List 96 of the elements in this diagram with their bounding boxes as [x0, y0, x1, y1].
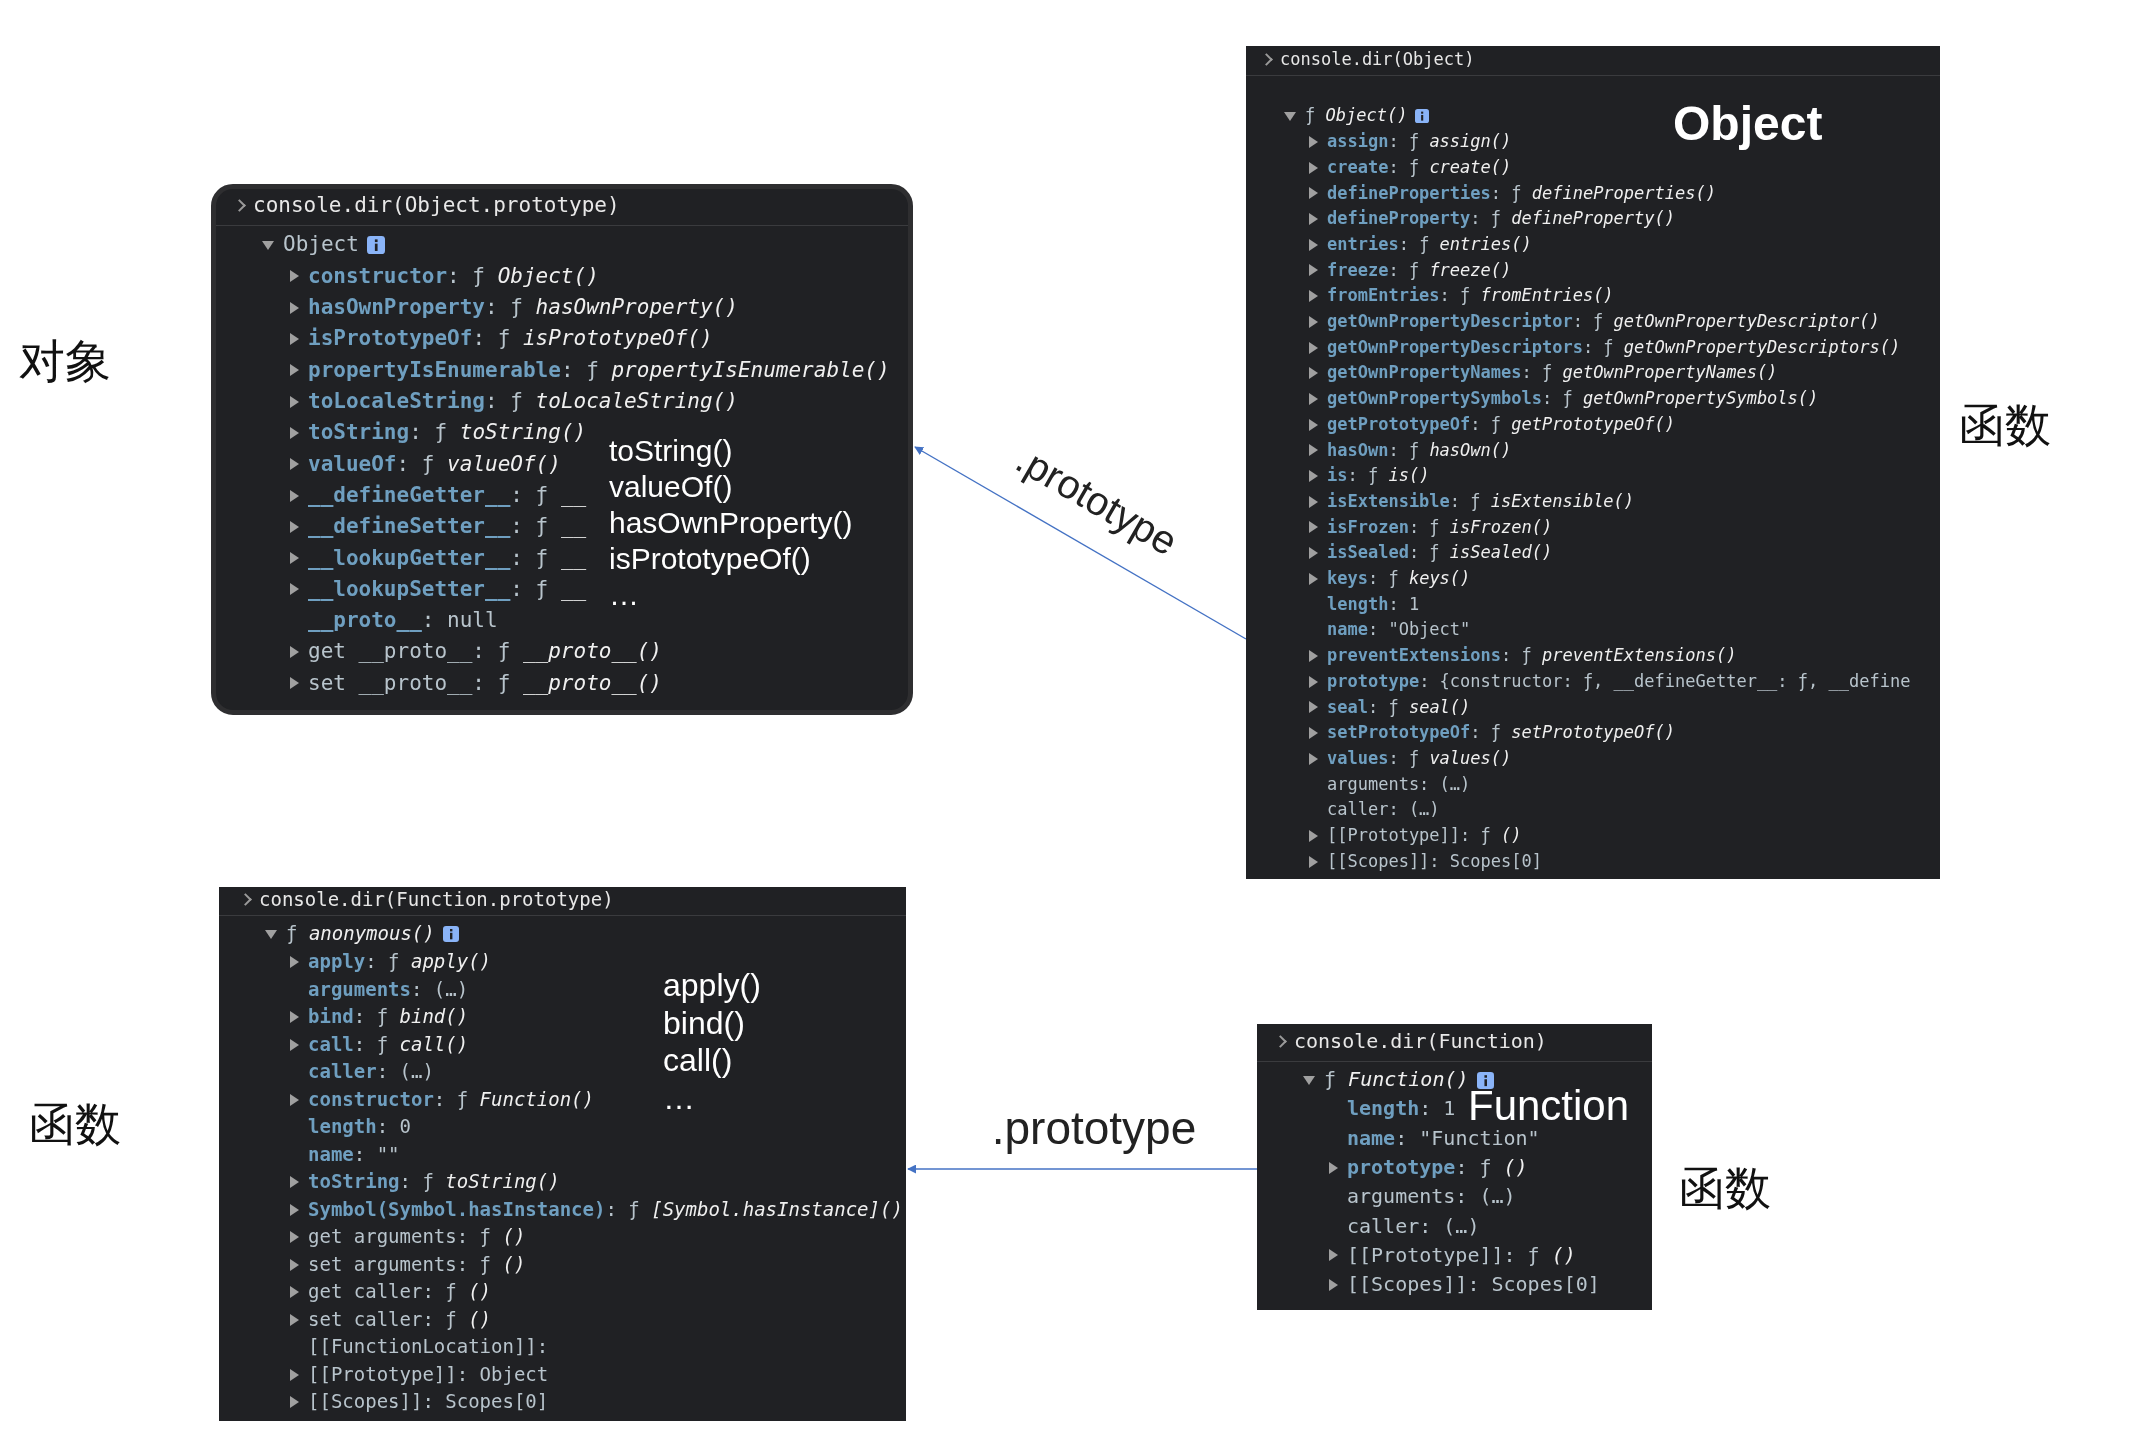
- property-row: get __proto__: ƒ __proto__(): [286, 636, 662, 668]
- property-row-text: length: 1: [1326, 592, 1420, 616]
- property-row: toLocaleString: ƒ toLocaleString(): [286, 386, 738, 418]
- property-row: values: ƒ values(): [1305, 745, 1512, 772]
- property-row: preventExtensions: ƒ preventExtensions(): [1305, 643, 1737, 669]
- property-row: propertyIsEnumerable: ƒ propertyIsEnumerable(): [286, 354, 890, 387]
- property-row-text: __proto__: null: [307, 607, 498, 635]
- tree-root-row: ƒ Function(): [1302, 1065, 1469, 1095]
- property-row: [[Scopes]]: Scopes[0]: [1305, 848, 1542, 875]
- property-row: keys: ƒ keys(): [1305, 566, 1471, 592]
- property-row: entries: ƒ entries(): [1305, 231, 1532, 258]
- property-row: valueOf: ƒ valueOf(): [286, 448, 561, 480]
- property-row: getOwnPropertyDescriptor: ƒ getOwnPropertyDescriptor(): [1305, 309, 1880, 335]
- property-row-text: length: 1: [1346, 1095, 1456, 1123]
- property-row: constructor: ƒ Object(): [286, 260, 599, 293]
- property-row: getPrototypeOf: ƒ getPrototypeOf(): [1305, 411, 1675, 438]
- property-row: constructor: ƒ Function(): [286, 1085, 594, 1114]
- property-row: create: ƒ create(): [1305, 154, 1512, 181]
- title-text: Function: [1468, 1085, 1630, 1127]
- annotation-text: valueOf(): [609, 472, 733, 502]
- property-row: Symbol(Symbol.hasInstance): ƒ [Symbol.hasInstance](): [286, 1195, 903, 1224]
- property-row: is: ƒ is(): [1305, 463, 1430, 489]
- annotation-text: hasOwnProperty(): [609, 508, 853, 538]
- property-row: get caller: ƒ (): [286, 1278, 492, 1306]
- property-row: fromEntries: ƒ fromEntries(): [1305, 283, 1614, 310]
- console-command: console.dir(Object): [1258, 47, 1475, 73]
- property-row: isPrototypeOf: ƒ isPrototypeOf(): [286, 323, 713, 355]
- title-text: Object: [1673, 100, 1823, 148]
- property-row: freeze: ƒ freeze(): [1305, 257, 1512, 284]
- tree-root-row: ƒ Object(): [1283, 103, 1408, 129]
- property-row: isSealed: ƒ isSealed(): [1305, 540, 1553, 567]
- property-row: hasOwnProperty: ƒ hasOwnProperty(): [286, 292, 738, 324]
- property-row: toString: ƒ toString(): [286, 417, 587, 449]
- property-row-text: [[FunctionLocation]]:: [307, 1334, 549, 1360]
- property-row: bind: ƒ bind(): [286, 1003, 469, 1031]
- console-panel: [211, 184, 913, 715]
- annotation-text: toString(): [609, 436, 733, 466]
- annotation-text: isPrototypeOf(): [609, 544, 811, 574]
- annotation-text: bind(): [663, 1006, 745, 1039]
- console-panel: [1257, 1024, 1652, 1310]
- property-row-text: length: 0: [307, 1114, 411, 1140]
- property-row-text: arguments: (…): [1346, 1183, 1516, 1211]
- property-row: getOwnPropertySymbols: ƒ getOwnPropertySymbols(): [1305, 386, 1819, 412]
- property-row: isFrozen: ƒ isFrozen(): [1305, 514, 1553, 541]
- property-row-text: arguments: (…): [307, 976, 469, 1002]
- property-row: defineProperties: ƒ defineProperties(): [1305, 180, 1716, 207]
- property-row: isExtensible: ƒ isExtensible(): [1305, 488, 1635, 515]
- property-row: seal: ƒ seal(): [1305, 694, 1471, 721]
- property-row: [[Scopes]]: Scopes[0]: [286, 1388, 549, 1416]
- arrow: [907, 1164, 1258, 1174]
- property-row: [[Prototype]]: Object: [286, 1360, 549, 1389]
- console-panel: [1246, 46, 1940, 879]
- arrow: [914, 446, 1247, 640]
- side-label: 函数: [1679, 1165, 1771, 1211]
- annotation-text: …: [609, 580, 639, 610]
- property-row-text: caller: (…): [1326, 798, 1440, 822]
- console-command: console.dir(Function): [1272, 1027, 1547, 1057]
- annotation-text: apply(): [663, 969, 761, 1001]
- property-row: [[Prototype]]: ƒ (): [1305, 823, 1522, 849]
- property-row-text: name: "Function": [1346, 1124, 1540, 1152]
- property-row: getOwnPropertyNames: ƒ getOwnPropertyNames(): [1305, 360, 1778, 387]
- property-row: set caller: ƒ (): [286, 1305, 492, 1334]
- property-row-text: caller: (…): [307, 1059, 434, 1085]
- property-row: call: ƒ call(): [286, 1030, 469, 1059]
- property-row: [[Prototype]]: ƒ (): [1325, 1240, 1576, 1271]
- console-command: console.dir(Function.prototype): [237, 886, 614, 914]
- property-row-text: caller: (…): [1346, 1212, 1480, 1240]
- property-row: __lookupSetter__: ƒ __: [286, 573, 587, 606]
- annotation-text: call(): [663, 1044, 733, 1076]
- side-label: 函数: [29, 1101, 121, 1147]
- console-command: console.dir(Object.prototype): [231, 190, 620, 222]
- property-row-text: name: "": [307, 1141, 400, 1167]
- property-row-text: name: "Object": [1326, 618, 1471, 642]
- tree-root-row: Object: [261, 229, 359, 261]
- property-row: toString: ƒ toString(): [286, 1168, 560, 1196]
- property-row: setPrototypeOf: ƒ setPrototypeOf(): [1305, 720, 1675, 746]
- side-label: 函数: [1959, 402, 2051, 448]
- property-row: defineProperty: ƒ defineProperty(): [1305, 206, 1675, 232]
- property-row: set arguments: ƒ (): [286, 1250, 526, 1279]
- property-row: apply: ƒ apply(): [286, 948, 492, 976]
- property-row: __defineGetter__: ƒ __: [286, 479, 587, 512]
- property-row: get arguments: ƒ (): [286, 1223, 526, 1251]
- property-row-text: arguments: (…): [1326, 772, 1471, 796]
- annotation-text: …: [663, 1081, 695, 1114]
- property-row: prototype: ƒ (): [1325, 1152, 1528, 1183]
- property-row: prototype: {constructor: ƒ, __defineGetter__: ƒ, __define: [1305, 668, 1911, 695]
- property-row: hasOwn: ƒ hasOwn(): [1305, 437, 1512, 464]
- property-row: getOwnPropertyDescriptors: ƒ getOwnPropertyDescriptors(): [1305, 334, 1901, 361]
- property-row: assign: ƒ assign(): [1305, 129, 1512, 155]
- property-row: __lookupGetter__: ƒ __: [286, 542, 587, 574]
- property-row: __defineSetter__: ƒ __: [286, 511, 587, 543]
- property-row: set __proto__: ƒ __proto__(): [286, 667, 662, 700]
- property-row: [[Scopes]]: Scopes[0]: [1325, 1270, 1600, 1300]
- tree-root-row: ƒ anonymous(): [264, 920, 435, 948]
- side-label: 对象: [19, 338, 111, 384]
- console-panel: [219, 887, 906, 1421]
